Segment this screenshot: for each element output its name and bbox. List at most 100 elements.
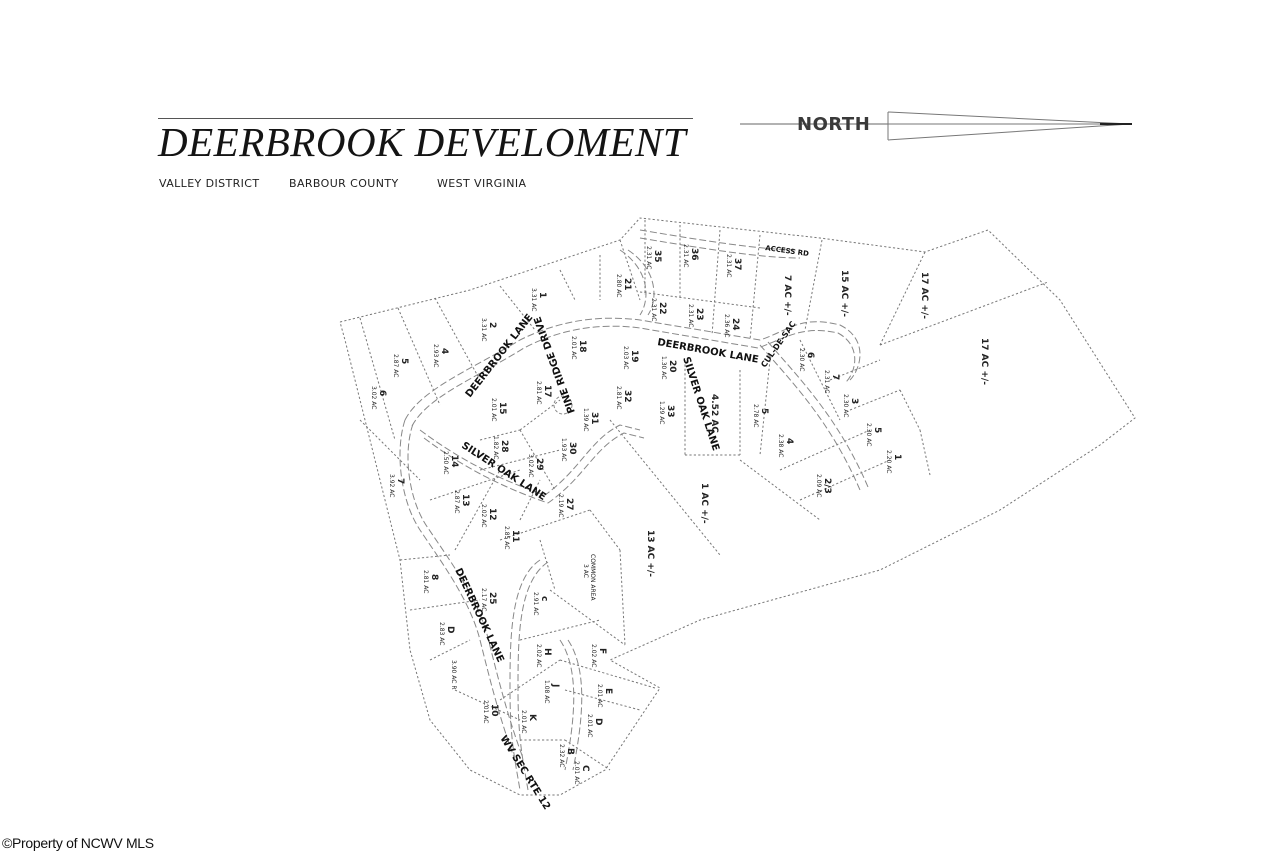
lot-15: 152.01 AC	[490, 398, 507, 421]
lot-17: 172.81 AC	[535, 381, 552, 404]
road-label-deerbrook-lane: DEERBROOK LANE	[452, 567, 505, 665]
svg-text:2.31 AC: 2.31 AC	[687, 304, 694, 327]
svg-text:3.02 AC: 3.02 AC	[370, 386, 377, 409]
svg-text:2.80 AC: 2.80 AC	[615, 274, 622, 297]
svg-text:2.78 AC: 2.78 AC	[752, 404, 759, 427]
lot-13: 132.87 AC	[453, 490, 470, 513]
lot-1: 13.31 AC	[530, 288, 547, 311]
svg-text:3.31 AC: 3.31 AC	[530, 288, 537, 311]
svg-text:2.01 AC: 2.01 AC	[520, 710, 527, 733]
svg-text:2.50 AC: 2.50 AC	[442, 451, 449, 474]
svg-text:32: 32	[622, 390, 632, 403]
svg-text:3.02 AC: 3.02 AC	[527, 454, 534, 477]
lot-c: C2.01 AC	[573, 761, 590, 784]
svg-text:2.81 AC: 2.81 AC	[422, 570, 429, 593]
svg-text:2.09 AC: 2.09 AC	[815, 474, 822, 497]
svg-text:2.20 AC: 2.20 AC	[885, 450, 892, 473]
svg-text:J: J	[550, 683, 560, 687]
tract-remainder: 3.90 AC R	[450, 660, 457, 690]
svg-text:14: 14	[449, 455, 459, 468]
svg-text:C: C	[580, 765, 590, 772]
svg-text:5: 5	[872, 427, 882, 433]
svg-text:2.30 AC: 2.30 AC	[865, 423, 872, 446]
tract-7-ac: 7 AC +/-	[782, 275, 792, 316]
property-boundary	[339, 217, 1136, 796]
svg-text:2.93 AC: 2.93 AC	[432, 344, 439, 367]
svg-text:D: D	[593, 718, 603, 725]
state-label: WEST VIRGINIA	[437, 177, 527, 190]
svg-text:2: 2	[487, 322, 497, 328]
lot-10: 102.01 AC	[482, 700, 499, 723]
svg-text:2.36 AC: 2.36 AC	[723, 314, 730, 337]
svg-text:2.85 AC: 2.85 AC	[503, 526, 510, 549]
lot-14: 142.50 AC	[442, 451, 459, 474]
svg-text:2.01 AC: 2.01 AC	[482, 700, 489, 723]
svg-text:2.31 AC: 2.31 AC	[725, 254, 732, 277]
east-lot-2-3: 2/32.09 AC	[815, 474, 832, 497]
east-lot-6: 62.30 AC	[798, 348, 815, 371]
svg-text:6: 6	[377, 390, 387, 396]
lot-j: J1.08 AC	[543, 680, 560, 703]
svg-text:31: 31	[589, 412, 599, 425]
svg-text:2.81 AC: 2.81 AC	[535, 381, 542, 404]
lot-d: D2.01 AC	[586, 714, 603, 737]
svg-text:2.31 AC: 2.31 AC	[823, 370, 830, 393]
svg-text:2.01 AC: 2.01 AC	[596, 684, 603, 707]
lot-5: 52.87 AC	[392, 354, 409, 377]
lot-18: 182.01 AC	[570, 336, 587, 359]
svg-text:2.32 AC: 2.32 AC	[558, 744, 565, 767]
common-area-acres: 3 AC	[582, 564, 589, 578]
svg-text:1.08 AC: 1.08 AC	[543, 680, 550, 703]
svg-text:2/3: 2/3	[822, 478, 832, 494]
svg-text:2.01 AC: 2.01 AC	[490, 398, 497, 421]
page-title: DEERBROOK DEVELOMENT	[158, 119, 687, 165]
svg-text:12: 12	[487, 508, 497, 521]
road-lines	[399, 229, 869, 791]
east-lot-labels: 12.20 AC 2/32.09 AC 32.30 AC 42.38 AC 52…	[752, 348, 902, 497]
svg-text:30: 30	[567, 442, 577, 455]
lot-e: E2.01 AC	[596, 684, 613, 707]
tract-labels: 4.52 AC 7 AC +/- 15 AC +/- 17 AC +/- 17 …	[450, 270, 989, 690]
lettered-lot-labels: B2.32 AC C2.01 AC c2.91 AC D2.01 AC D2.8…	[438, 592, 613, 784]
lot-2: 23.31 AC	[480, 318, 497, 341]
svg-text:c: c	[539, 596, 549, 601]
lot-6: 63.02 AC	[370, 386, 387, 409]
lot-23: 232.31 AC	[687, 304, 704, 327]
lot-4: 42.93 AC	[432, 344, 449, 367]
svg-text:22: 22	[657, 302, 667, 315]
lot-12: 122.02 AC	[480, 504, 497, 527]
svg-text:2.01 AC: 2.01 AC	[570, 336, 577, 359]
lot-22: 222.31 AC	[650, 298, 667, 321]
lot-d-west: D2.83 AC	[438, 622, 455, 645]
svg-text:2.87 AC: 2.87 AC	[453, 490, 460, 513]
svg-text:1: 1	[537, 292, 547, 298]
svg-text:H: H	[542, 648, 552, 656]
lot-h: H2.02 AC	[535, 644, 552, 667]
svg-text:2.19 AC: 2.19 AC	[557, 494, 564, 517]
svg-text:2.31 AC: 2.31 AC	[682, 244, 689, 267]
east-lot-5: 52.30 AC	[865, 423, 882, 446]
svg-text:2.02 AC: 2.02 AC	[480, 504, 487, 527]
east-lot-5b: 52.78 AC	[752, 404, 769, 427]
lot-b: B2.32 AC	[558, 744, 575, 767]
svg-text:23: 23	[694, 308, 704, 321]
svg-text:3.31 AC: 3.31 AC	[480, 318, 487, 341]
lot-8: 82.81 AC	[422, 570, 439, 593]
tract-1-ac: 1 AC +/-	[699, 483, 709, 524]
svg-text:2.91 AC: 2.91 AC	[532, 592, 539, 615]
east-lot-4: 42.38 AC	[777, 434, 794, 457]
svg-text:13: 13	[460, 494, 470, 507]
lot-36: 362.31 AC	[682, 244, 699, 267]
svg-text:1.30 AC: 1.30 AC	[660, 356, 667, 379]
east-lot-7: 72.31 AC	[823, 370, 840, 393]
north-arrow: NORTH	[740, 106, 1140, 146]
lot-31: 311.39 AC	[582, 408, 599, 431]
svg-text:2.01 AC: 2.01 AC	[573, 761, 580, 784]
svg-text:2.81 AC: 2.81 AC	[615, 386, 622, 409]
svg-text:B: B	[565, 748, 575, 755]
tract-13-ac: 13 AC +/-	[645, 530, 655, 577]
east-lot-3: 32.30 AC	[842, 394, 859, 417]
svg-text:2.02 AC: 2.02 AC	[535, 644, 542, 667]
svg-text:4: 4	[784, 438, 794, 444]
road-label-wv-sec-rte: WV SEC RTE 12	[497, 734, 552, 812]
